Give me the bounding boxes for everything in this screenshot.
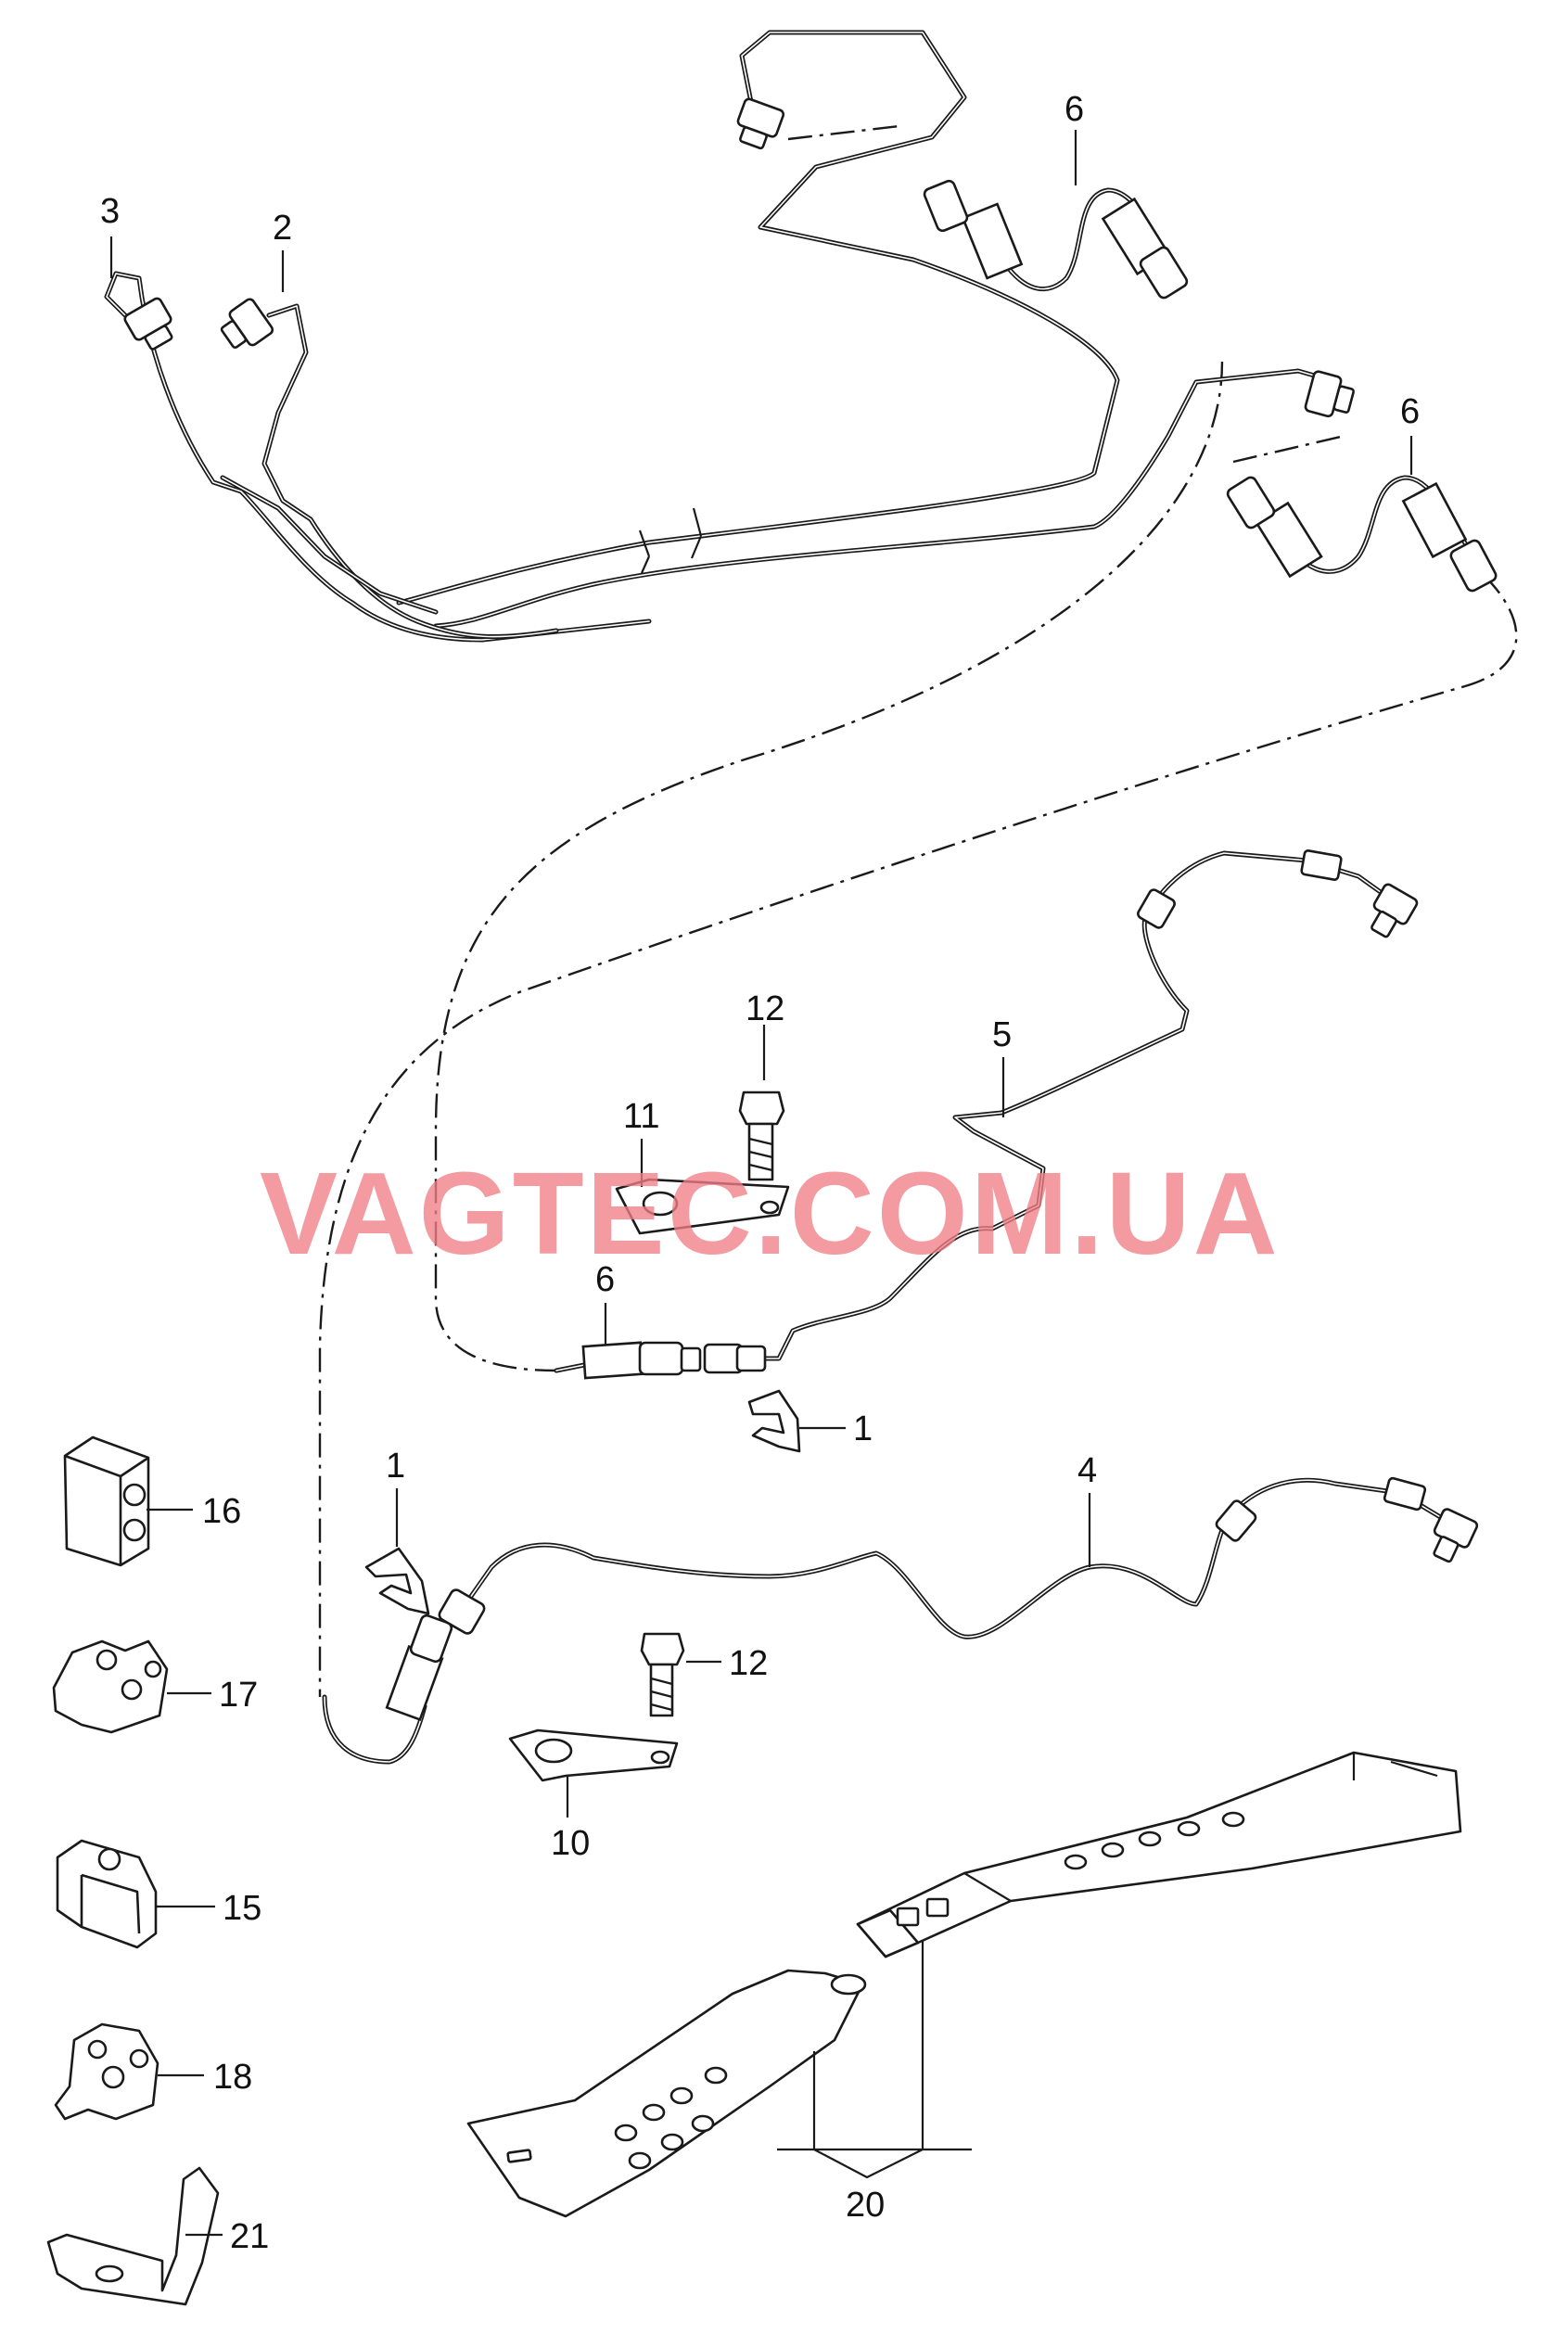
- callout-1-upper: 1: [853, 1409, 873, 1448]
- callout-6-center: 6: [595, 1260, 615, 1299]
- callout-3: 3: [100, 192, 120, 231]
- watermark: VAGTEC.COM.UA: [260, 1148, 1281, 1279]
- brake-hose-top: [923, 179, 1189, 300]
- upper-brake-pipe-assembly: [104, 30, 1333, 643]
- brake-pipe-4: [438, 1476, 1479, 1639]
- callout-18: 18: [213, 2058, 252, 2097]
- callout-15: 15: [223, 1889, 261, 1928]
- holder-17: [52, 1639, 169, 1734]
- callout-4: 4: [1077, 1451, 1097, 1490]
- holder-15: [56, 1839, 158, 1949]
- clip-1-upper: [747, 1389, 801, 1453]
- callout-20: 20: [846, 2186, 885, 2225]
- clip-1-lower: [364, 1547, 430, 1615]
- callout-12-upper: 12: [746, 989, 784, 1028]
- callout-6-top: 6: [1064, 90, 1084, 129]
- brake-hose-right: [1226, 475, 1498, 593]
- bracket-21: [46, 2166, 220, 2306]
- bolt-12-lower: [640, 1632, 685, 1717]
- callout-21: 21: [230, 2217, 269, 2256]
- heat-shield-right: [856, 1751, 1462, 1958]
- callout-16: 16: [202, 1492, 241, 1531]
- callout-5: 5: [992, 1015, 1012, 1054]
- bracket-10: [508, 1728, 679, 1782]
- holder-18: [54, 2022, 159, 2121]
- brake-hose-center: [554, 1341, 702, 1380]
- callout-leaders: [109, 130, 1413, 2237]
- bolt-12-upper: [738, 1091, 785, 1181]
- callout-1-lower: 1: [386, 1447, 405, 1486]
- upper-pipe-fittings: [123, 97, 1355, 418]
- callout-12-lower: 12: [729, 1644, 768, 1683]
- routing-dashed-lines: [318, 124, 1518, 1697]
- callout-6-right: 6: [1400, 392, 1420, 431]
- callout-labels: 3 2 6 6 12 5 11 6 1 1 4 16 12 17 10 15 1…: [100, 90, 1420, 2256]
- bracket-11: [615, 1178, 790, 1235]
- callout-2: 2: [273, 209, 292, 248]
- brake-pipe-5: [703, 849, 1419, 1374]
- callout-17: 17: [219, 1676, 258, 1715]
- holder-16: [63, 1435, 150, 1567]
- callout-11: 11: [623, 1097, 659, 1136]
- brake-hose-lower: [322, 1614, 453, 1765]
- callout-10: 10: [551, 1824, 590, 1863]
- heat-shield-left: [466, 1969, 867, 2218]
